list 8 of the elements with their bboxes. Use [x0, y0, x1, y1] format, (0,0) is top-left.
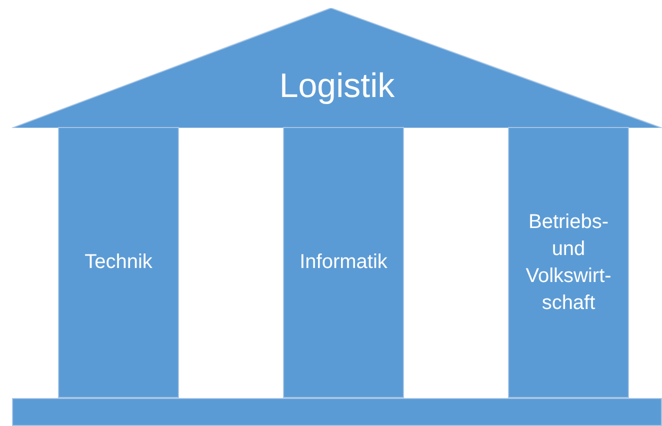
pillar-label: Technik — [84, 250, 152, 275]
pillar-label: Betriebs- und Volkswirt- schaft — [526, 210, 612, 316]
pillar — [58, 127, 179, 398]
roof-title: Logistik — [278, 66, 396, 107]
base-bar — [12, 398, 662, 426]
pillar — [508, 127, 629, 398]
pillar-label: Informatik — [300, 250, 388, 275]
pillar — [283, 127, 404, 398]
